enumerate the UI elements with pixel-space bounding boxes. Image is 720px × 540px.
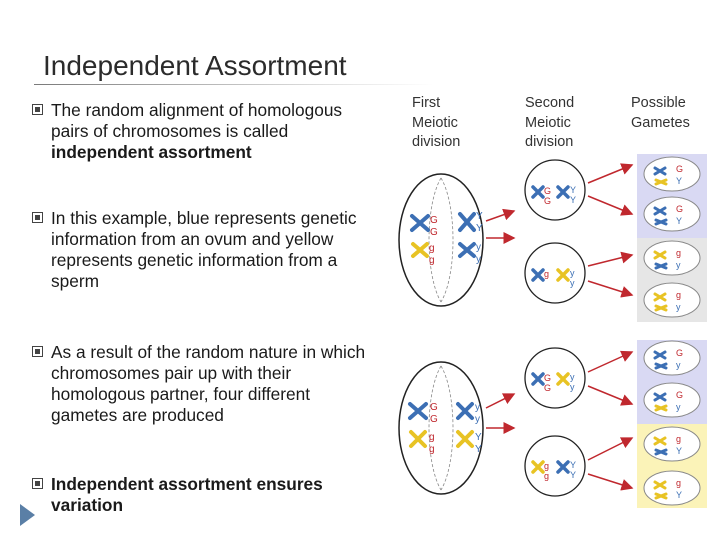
gamete-cell: g Y xyxy=(643,470,701,506)
svg-text:Y: Y xyxy=(570,470,576,480)
svg-text:Y: Y xyxy=(570,195,576,205)
slide-nav-arrow-icon[interactable] xyxy=(20,504,35,526)
bullet-square-icon xyxy=(32,478,43,489)
svg-text:G: G xyxy=(544,196,551,206)
bullet-text: The random alignment of homologous pairs… xyxy=(51,100,343,162)
svg-text:g: g xyxy=(544,471,549,481)
svg-text:G: G xyxy=(676,204,683,214)
svg-text:G: G xyxy=(676,164,683,174)
svg-text:Y: Y xyxy=(676,216,682,226)
gamete-cell: G y xyxy=(643,340,701,376)
svg-text:g: g xyxy=(676,434,681,444)
gamete-cell: G y xyxy=(643,382,701,418)
first-division-cell-bottom: G G y y g g Y Y xyxy=(398,361,484,495)
svg-text:g: g xyxy=(676,290,681,300)
header-first-meiotic-division: First Meiotic division xyxy=(412,95,461,150)
svg-text:g: g xyxy=(676,248,681,258)
arrows-first-to-second xyxy=(485,208,516,434)
svg-text:G: G xyxy=(544,383,551,393)
svg-text:Y: Y xyxy=(476,211,483,222)
second-division-cell: g y y xyxy=(524,242,586,304)
svg-text:y: y xyxy=(676,260,681,270)
svg-text:y: y xyxy=(570,268,575,278)
svg-text:g: g xyxy=(429,243,435,254)
svg-text:y: y xyxy=(570,278,575,288)
svg-text:Y: Y xyxy=(475,432,482,443)
bullet-square-icon xyxy=(32,104,43,115)
slide-title: Independent Assortment xyxy=(43,50,347,81)
header-second-meiotic-division: Second Meiotic division xyxy=(525,95,575,150)
svg-text:G: G xyxy=(544,186,551,196)
second-division-cell: G G Y Y xyxy=(524,159,586,221)
svg-text:G: G xyxy=(430,414,438,425)
bullet-text: As a result of the random nature in whic… xyxy=(51,342,366,425)
second-division-cell: G G y y xyxy=(524,347,586,409)
svg-text:y: y xyxy=(570,382,575,392)
svg-text:g: g xyxy=(676,478,681,488)
gamete-cell: G Y xyxy=(643,156,701,192)
svg-text:G: G xyxy=(430,215,438,226)
svg-text:y: y xyxy=(676,302,681,312)
arrows-second-to-gametes xyxy=(587,163,634,491)
svg-text:y: y xyxy=(475,402,480,413)
svg-text:g: g xyxy=(429,255,435,266)
svg-text:y: y xyxy=(676,402,681,412)
title-divider xyxy=(34,84,434,85)
svg-text:y: y xyxy=(476,242,481,253)
gamete-cell: g Y xyxy=(643,426,701,462)
svg-text:Y: Y xyxy=(676,490,682,500)
svg-text:G: G xyxy=(676,348,683,358)
header-possible-gametes: Possible Gametes xyxy=(631,95,690,131)
bullet-text: In this example, blue represents genetic… xyxy=(51,208,357,291)
first-division-cell-top: G G Y Y g g y y xyxy=(398,173,484,307)
svg-text:G: G xyxy=(430,227,438,238)
bullet-square-icon xyxy=(32,212,43,223)
bullet-square-icon xyxy=(32,346,43,357)
gamete-cell: G Y xyxy=(643,196,701,232)
svg-text:g: g xyxy=(544,461,549,471)
svg-text:Y: Y xyxy=(676,446,682,456)
gamete-cell: g y xyxy=(643,282,701,318)
svg-text:g: g xyxy=(429,432,435,443)
gamete-cell: g y xyxy=(643,240,701,276)
svg-text:g: g xyxy=(429,444,435,455)
svg-text:Y: Y xyxy=(475,444,482,455)
svg-text:y: y xyxy=(676,360,681,370)
svg-text:G: G xyxy=(676,390,683,400)
bullet-text: Independent assortment ensures variation xyxy=(51,474,323,515)
svg-text:G: G xyxy=(544,373,551,383)
svg-text:G: G xyxy=(430,402,438,413)
second-division-cell: g g Y Y xyxy=(524,435,586,497)
svg-text:g: g xyxy=(544,269,549,279)
svg-text:y: y xyxy=(475,414,480,425)
svg-text:Y: Y xyxy=(570,460,576,470)
svg-text:Y: Y xyxy=(676,176,682,186)
svg-text:Y: Y xyxy=(476,223,483,234)
svg-text:Y: Y xyxy=(570,185,576,195)
svg-text:y: y xyxy=(570,372,575,382)
svg-text:y: y xyxy=(476,254,481,265)
